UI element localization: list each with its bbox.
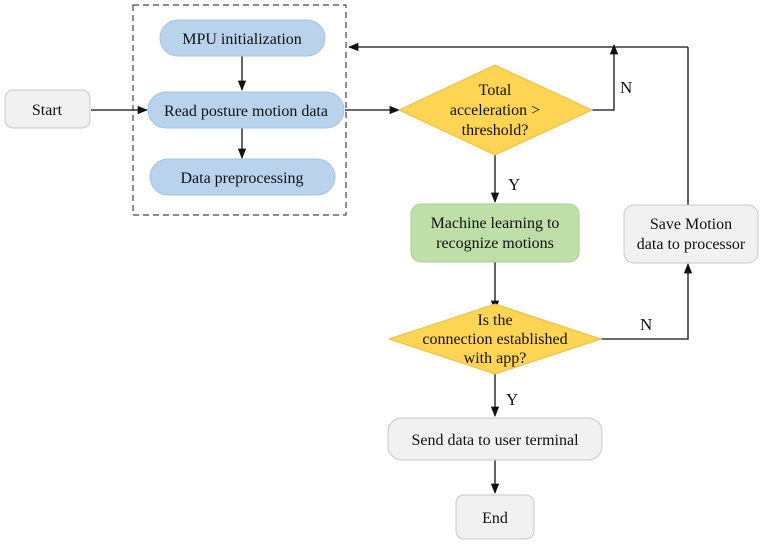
node-save-motion-data-line2: data to processor bbox=[637, 236, 746, 253]
label-connection-no: N bbox=[640, 315, 652, 334]
label-threshold-yes: Y bbox=[508, 175, 520, 194]
node-start-label: Start bbox=[32, 102, 63, 119]
node-connection-decision-line2: connection established bbox=[422, 331, 567, 348]
label-threshold-no: N bbox=[620, 78, 632, 97]
node-end-label: End bbox=[482, 510, 508, 527]
node-save-motion-data-line1: Save Motion bbox=[650, 216, 732, 233]
node-read-posture-motion-data-label: Read posture motion data bbox=[164, 103, 328, 120]
node-machine-learning-line2: recognize motions bbox=[436, 235, 554, 252]
node-connection-decision: Is the connection established with app? bbox=[387, 303, 603, 375]
node-connection-decision-line1: Is the bbox=[477, 312, 512, 329]
connectors bbox=[91, 42, 693, 495]
node-machine-learning: Machine learning to recognize motions bbox=[410, 203, 580, 263]
node-send-data: Send data to user terminal bbox=[387, 417, 603, 461]
node-connection-decision-line3: with app? bbox=[464, 350, 527, 367]
node-threshold-decision: Total acceleration > threshold? bbox=[397, 64, 594, 156]
node-start: Start bbox=[4, 89, 91, 129]
node-mpu-initialization: MPU initialization bbox=[159, 19, 326, 57]
node-end: End bbox=[455, 494, 535, 540]
edge-connection-no bbox=[601, 262, 693, 340]
node-data-preprocessing: Data preprocessing bbox=[149, 158, 336, 196]
node-machine-learning-line1: Machine learning to bbox=[431, 215, 560, 232]
node-save-motion-data: Save Motion data to processor bbox=[623, 204, 759, 264]
node-send-data-label: Send data to user terminal bbox=[411, 432, 579, 449]
node-threshold-decision-line1: Total bbox=[479, 82, 512, 99]
node-read-posture-motion-data: Read posture motion data bbox=[147, 91, 345, 129]
node-threshold-decision-line3: threshold? bbox=[462, 122, 529, 139]
node-threshold-decision-line2: acceleration > bbox=[450, 102, 540, 119]
node-data-preprocessing-label: Data preprocessing bbox=[180, 170, 303, 187]
label-connection-yes: Y bbox=[506, 390, 518, 409]
node-mpu-initialization-label: MPU initialization bbox=[182, 31, 302, 48]
edge-threshold-no bbox=[592, 43, 619, 111]
